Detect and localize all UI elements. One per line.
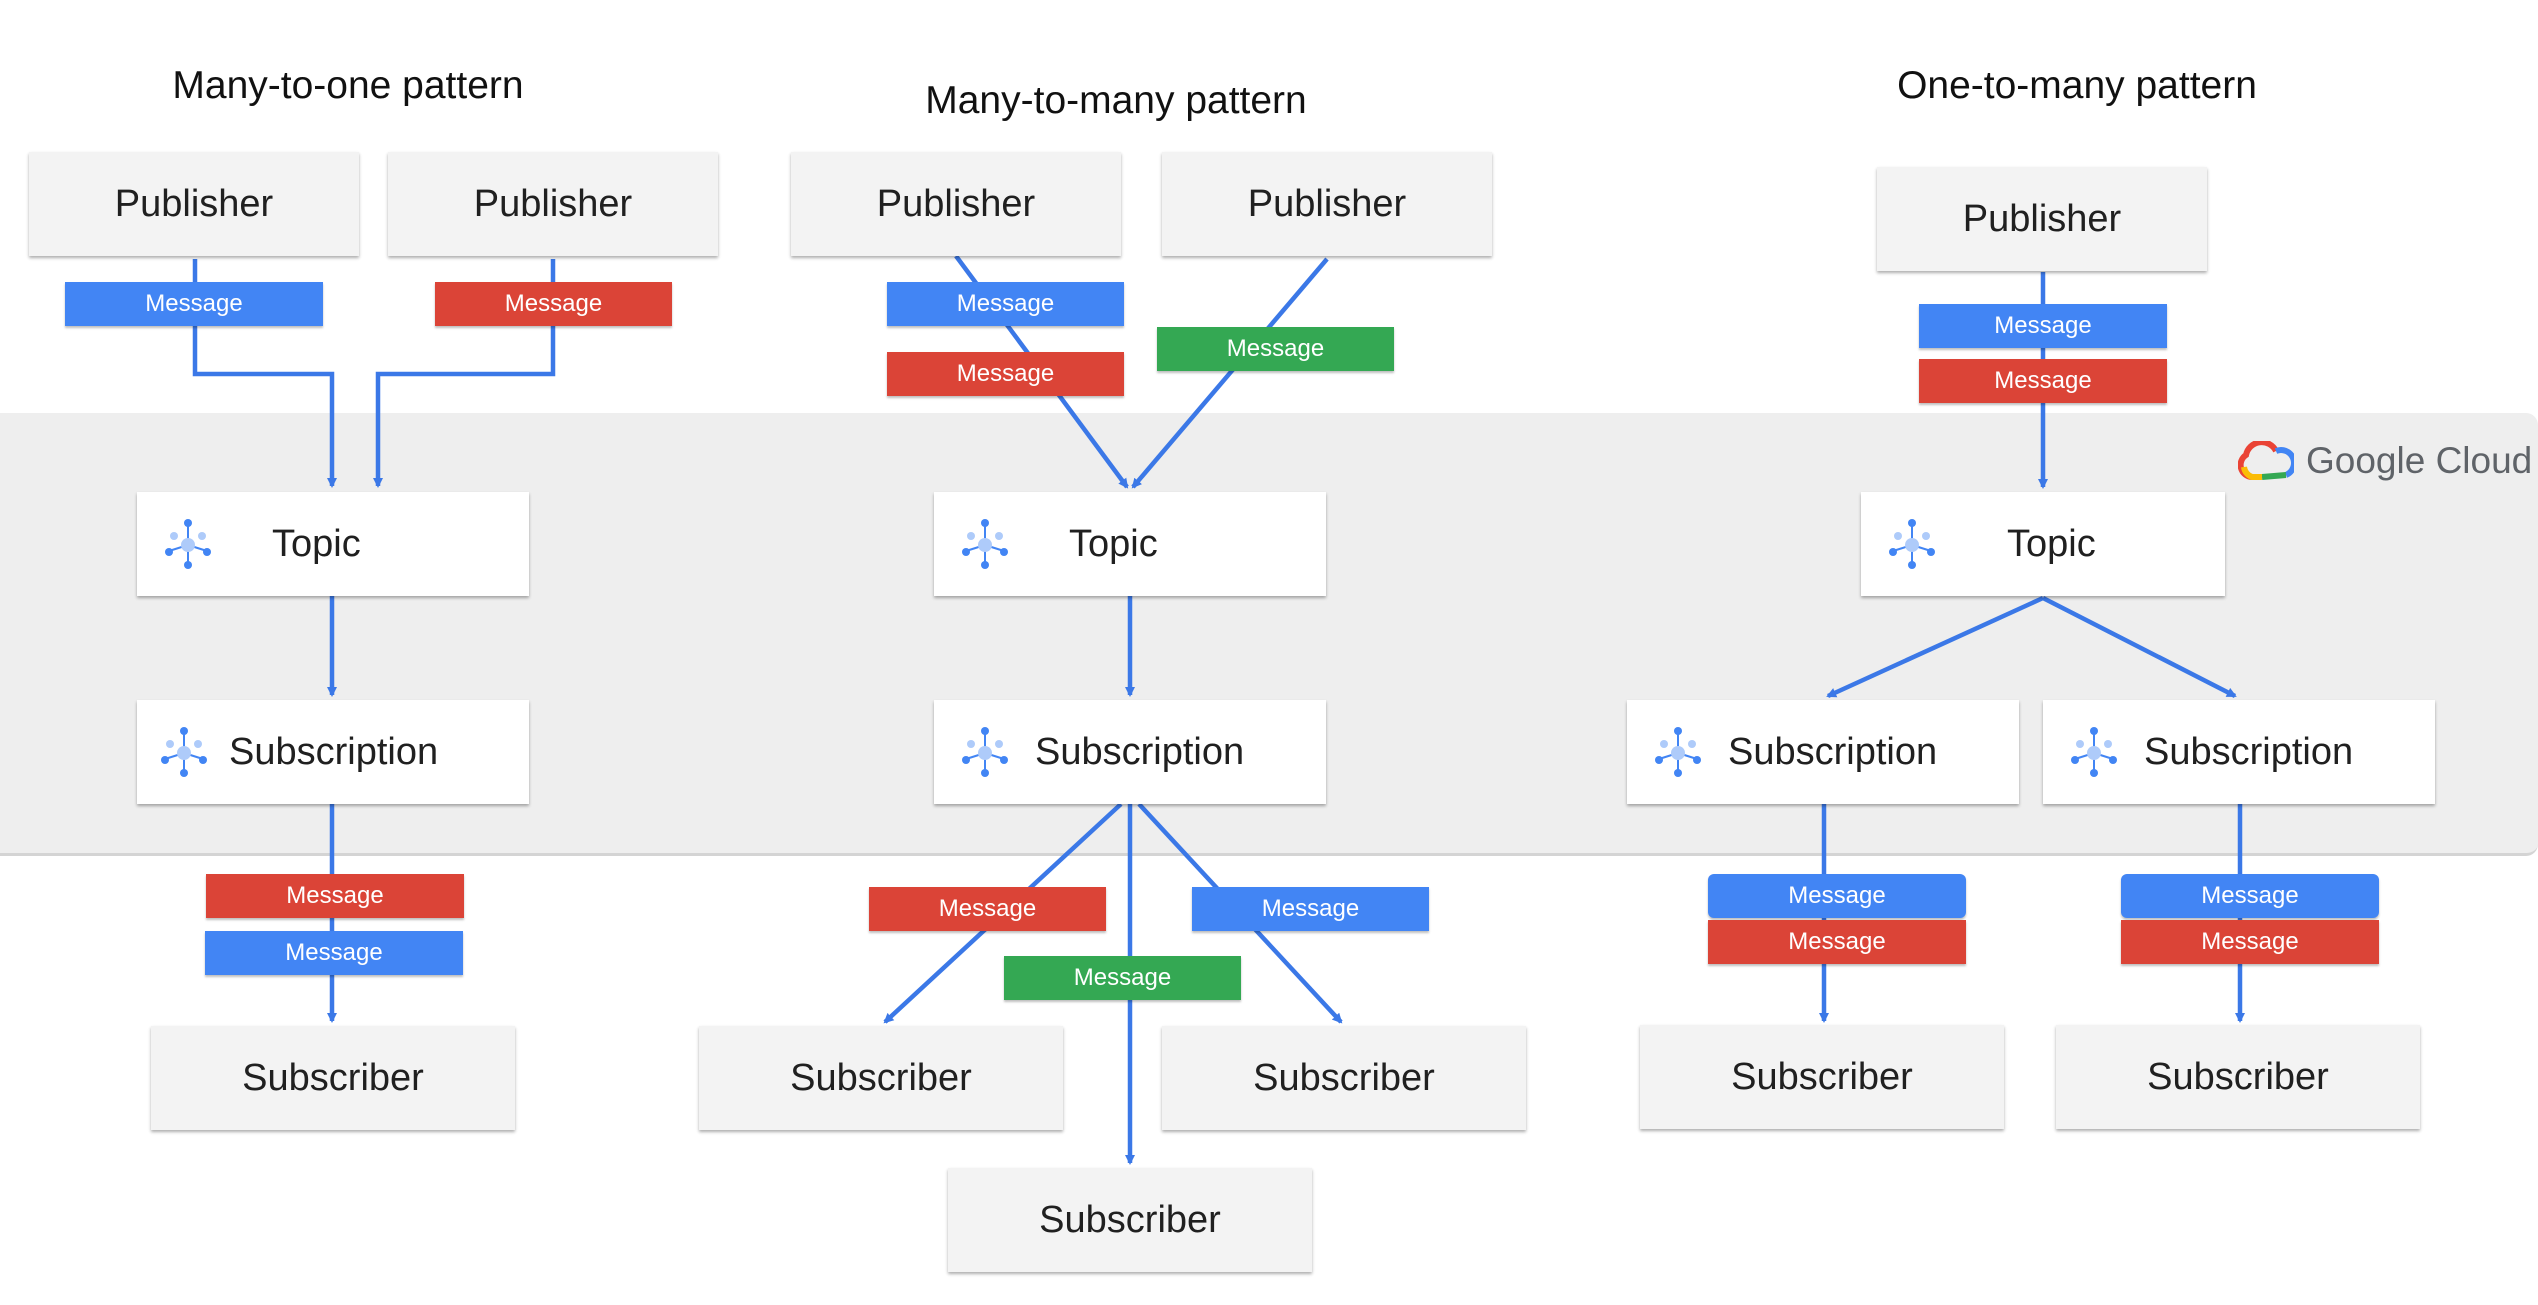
subscription-label: Subscription <box>229 730 439 773</box>
publisher-box: Publisher <box>388 152 718 256</box>
message-chip-red: Message <box>2121 920 2379 964</box>
pubsub-hub-icon <box>1655 727 1701 777</box>
arrow-topic-to-subscription-right <box>2041 595 2237 699</box>
message-chip-red: Message <box>435 282 672 326</box>
publisher-box: Publisher <box>29 152 359 256</box>
publisher-box: Publisher <box>1877 167 2207 271</box>
pubsub-hub-icon <box>962 727 1008 777</box>
pattern-title-many-to-one: Many-to-one pattern <box>172 64 524 107</box>
pubsub-hub-icon <box>2071 727 2117 777</box>
topic-label: Topic <box>272 522 361 565</box>
subscription-box: Subscription <box>1627 700 2019 804</box>
message-chip-green: Message <box>1157 327 1394 371</box>
pattern-title-one-to-many: One-to-many pattern <box>1897 64 2257 107</box>
pubsub-hub-icon <box>1889 519 1935 569</box>
subscription-label: Subscription <box>2144 730 2354 773</box>
subscriber-box: Subscriber <box>699 1026 1063 1130</box>
pubsub-hub-icon <box>962 519 1008 569</box>
pubsub-hub-icon <box>161 727 207 777</box>
topic-box: Topic <box>137 492 529 596</box>
subscriber-box: Subscriber <box>948 1168 1312 1272</box>
message-chip-blue: Message <box>1708 874 1966 918</box>
topic-box: Topic <box>934 492 1326 596</box>
google-cloud-label: Google Cloud <box>2306 440 2533 481</box>
subscription-label: Subscription <box>1035 730 1245 773</box>
subscription-box: Subscription <box>2043 700 2435 804</box>
subscription-box: Subscription <box>137 700 529 804</box>
message-chip-red: Message <box>887 352 1124 396</box>
arrow-pub2-to-topic <box>1131 257 1329 489</box>
subscriber-box: Subscriber <box>1640 1025 2004 1129</box>
message-chip-red: Message <box>869 887 1106 931</box>
topic-label: Topic <box>2007 522 2096 565</box>
message-chip-red: Message <box>1708 920 1966 964</box>
message-chip-green: Message <box>1004 956 1241 1000</box>
subscriber-box: Subscriber <box>151 1026 515 1130</box>
message-chip-blue: Message <box>65 282 323 326</box>
pubsub-hub-icon <box>165 519 211 569</box>
publisher-box: Publisher <box>791 152 1121 256</box>
topic-box: Topic <box>1861 492 2225 596</box>
subscription-label: Subscription <box>1728 730 1938 773</box>
message-chip-blue: Message <box>1192 887 1429 931</box>
message-chip-blue: Message <box>887 282 1124 326</box>
pattern-title-many-to-many: Many-to-many pattern <box>925 79 1307 122</box>
subscription-box: Subscription <box>934 700 1326 804</box>
arrow-topic-to-subscription-left <box>1826 595 2044 699</box>
message-chip-blue: Message <box>1919 304 2167 348</box>
message-chip-red: Message <box>206 874 464 918</box>
google-cloud-logo: Google Cloud <box>2238 440 2532 482</box>
message-chip-red: Message <box>1919 359 2167 403</box>
message-chip-blue: Message <box>205 931 463 975</box>
publisher-box: Publisher <box>1162 152 1492 256</box>
message-chip-blue: Message <box>2121 874 2379 918</box>
subscriber-box: Subscriber <box>1162 1026 1526 1130</box>
topic-label: Topic <box>1069 522 1158 565</box>
google-cloud-logo-icon <box>2238 441 2294 480</box>
subscriber-box: Subscriber <box>2056 1025 2420 1129</box>
